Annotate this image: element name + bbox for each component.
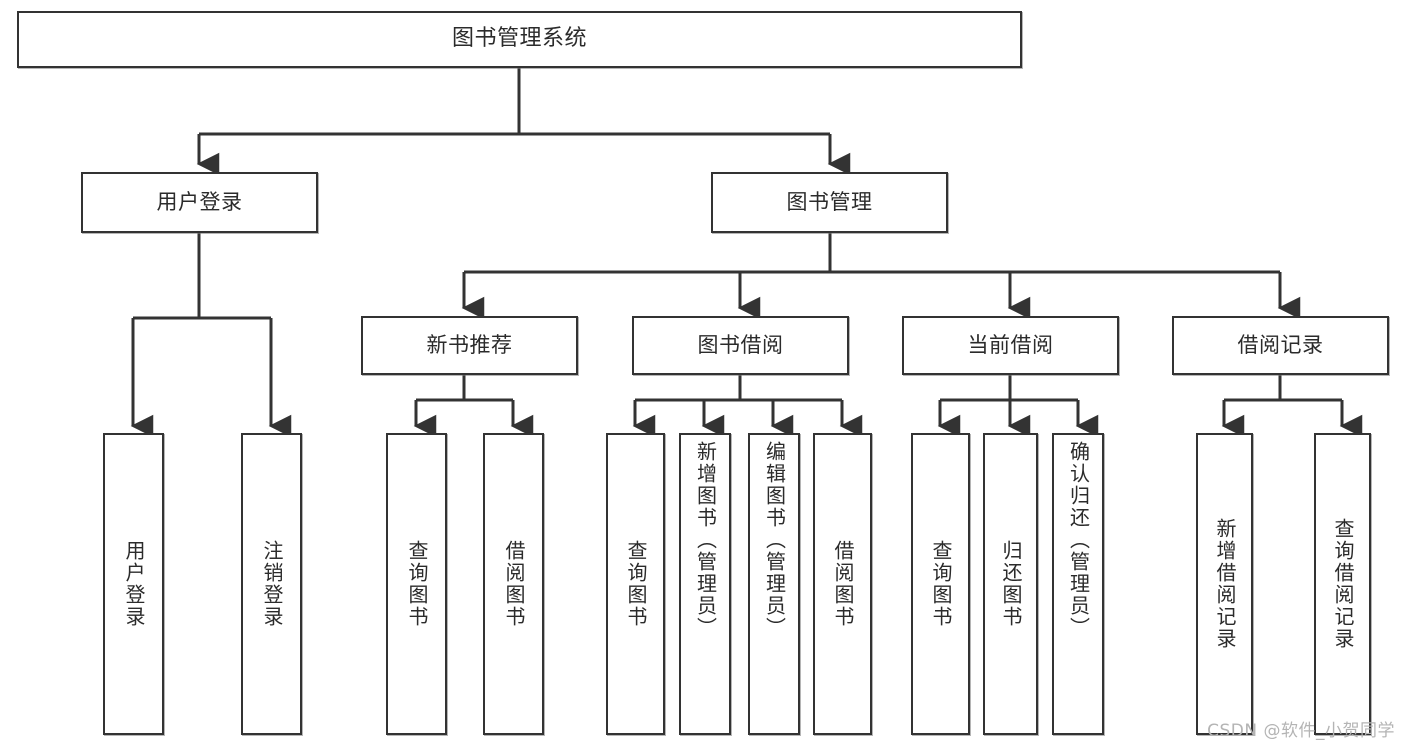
node-label: 图书借阅 (697, 332, 784, 357)
node-label: 借阅图书 (502, 540, 526, 628)
leaf-current-borrow-confirm-return-admin[interactable]: 确认归还（管理员） (1052, 433, 1104, 735)
node-current-borrow[interactable]: 当前借阅 (902, 316, 1119, 375)
node-label: 注销登录 (260, 540, 284, 628)
node-label: 用户登录 (122, 540, 146, 628)
leaf-new-book-query-book[interactable]: 查询图书 (386, 433, 447, 735)
node-label: 当前借阅 (967, 332, 1054, 357)
node-label: 新增图书（管理员） (693, 441, 718, 639)
node-book-borrow[interactable]: 图书借阅 (632, 316, 849, 375)
node-label: 归还图书 (999, 540, 1023, 628)
leaf-borrow-record-query-record[interactable]: 查询借阅记录 (1314, 433, 1371, 735)
node-label: 新增借阅记录 (1213, 518, 1237, 650)
node-label: 借阅图书 (831, 540, 855, 628)
leaf-borrow-record-add-record[interactable]: 新增借阅记录 (1196, 433, 1253, 735)
node-root-book-management-system[interactable]: 图书管理系统 (17, 11, 1022, 68)
node-label: 编辑图书（管理员） (762, 441, 787, 639)
node-label: 用户登录 (156, 189, 243, 214)
node-user-login[interactable]: 用户登录 (81, 172, 318, 233)
leaf-user-login-login[interactable]: 用户登录 (103, 433, 164, 735)
leaf-book-borrow-edit-book-admin[interactable]: 编辑图书（管理员） (748, 433, 800, 735)
node-book-management[interactable]: 图书管理 (711, 172, 948, 233)
leaf-user-login-logout[interactable]: 注销登录 (241, 433, 302, 735)
leaf-current-borrow-query-book[interactable]: 查询图书 (911, 433, 970, 735)
node-label: 借阅记录 (1237, 332, 1324, 357)
leaf-current-borrow-return-book[interactable]: 归还图书 (983, 433, 1038, 735)
node-label: 查询图书 (405, 540, 429, 628)
leaf-new-book-borrow-book[interactable]: 借阅图书 (483, 433, 544, 735)
node-label: 图书管理 (786, 189, 873, 214)
node-label: 查询图书 (929, 540, 953, 628)
node-label: 确认归还（管理员） (1066, 441, 1091, 639)
node-borrow-record[interactable]: 借阅记录 (1172, 316, 1389, 375)
node-label: 查询借阅记录 (1331, 518, 1355, 650)
node-label: 新书推荐 (426, 332, 513, 357)
csdn-watermark: CSDN @软件_小贺同学 (1207, 721, 1395, 741)
leaf-book-borrow-add-book-admin[interactable]: 新增图书（管理员） (679, 433, 731, 735)
node-label: 图书管理系统 (451, 26, 587, 52)
node-new-book-recommend[interactable]: 新书推荐 (361, 316, 578, 375)
leaf-book-borrow-query-book[interactable]: 查询图书 (606, 433, 665, 735)
node-label: 查询图书 (624, 540, 648, 628)
leaf-book-borrow-borrow-book[interactable]: 借阅图书 (813, 433, 872, 735)
